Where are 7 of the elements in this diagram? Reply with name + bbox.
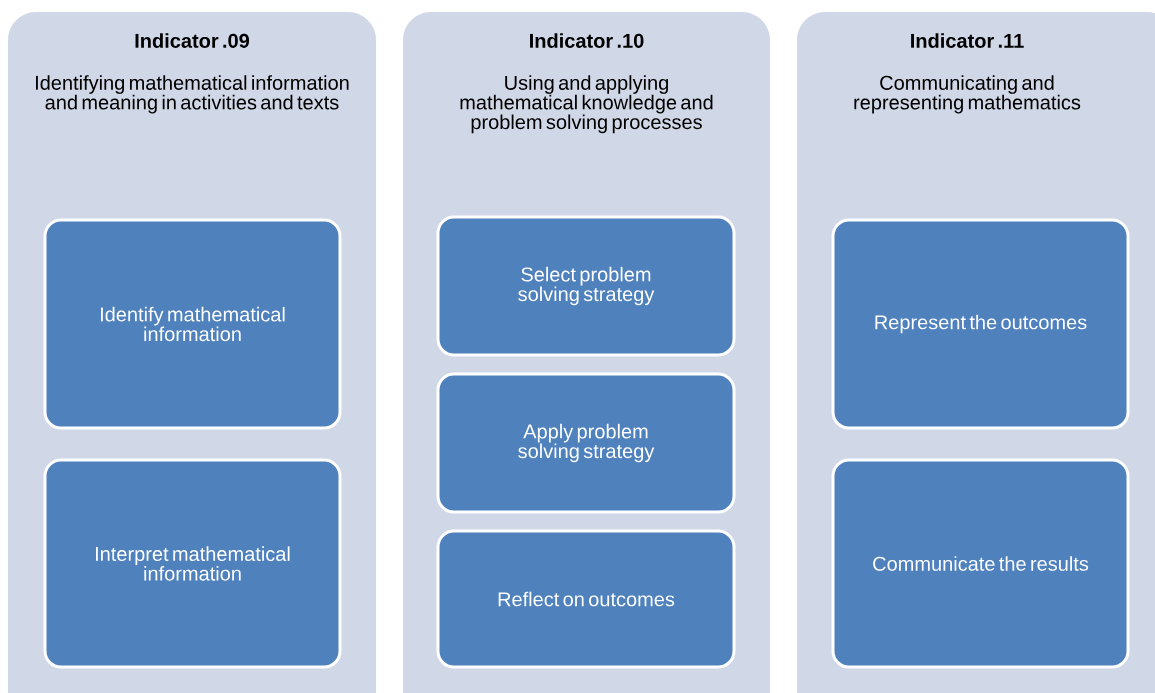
step-box: Interpret mathematical information bbox=[43, 458, 342, 669]
step-box: Represent the outcomes bbox=[831, 218, 1130, 430]
step-box: Select problem solving strategy bbox=[436, 215, 736, 357]
step-box: Reflect on outcomes bbox=[436, 529, 736, 669]
step-box: Communicate the results bbox=[831, 458, 1130, 669]
step-box: Apply problem solving strategy bbox=[436, 372, 736, 514]
step-box: Identify mathematical information bbox=[43, 218, 342, 430]
